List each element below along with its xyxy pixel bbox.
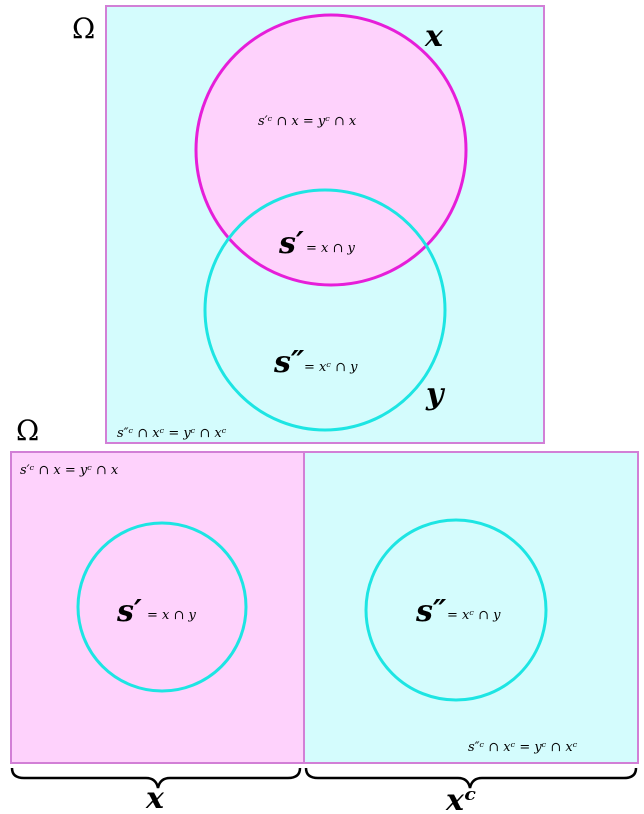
right-brace	[304, 767, 638, 789]
bottom-right-panel-label: s″ᶜ ∩ xᶜ = yᶜ ∩ xᶜ	[468, 740, 578, 755]
bottom-right-s-double-prime-circle	[364, 518, 548, 702]
top-s-prime-def: = x ∩ y	[306, 241, 356, 256]
top-x-label: x	[424, 19, 444, 54]
right-brace-label: xᶜ	[445, 783, 477, 814]
bottom-right-s-def: = xᶜ ∩ y	[447, 608, 501, 623]
bottom-right-s-symbol: s″	[415, 594, 447, 629]
left-brace	[10, 767, 302, 789]
top-x-circle	[194, 13, 468, 287]
bottom-left-s-symbol: s′	[116, 594, 142, 629]
bottom-left-panel	[10, 451, 305, 764]
bottom-left-s-def: = x ∩ y	[147, 608, 197, 623]
top-s-prime-symbol: s′	[278, 226, 304, 261]
top-x-only-region-label: s′ᶜ ∩ x = yᶜ ∩ x	[258, 114, 357, 129]
bottom-omega-label: Ω	[16, 414, 39, 447]
bottom-right-panel	[303, 451, 639, 764]
top-y-circle	[203, 188, 447, 432]
left-brace-label: x	[145, 781, 165, 814]
bottom-left-s-prime-circle	[76, 521, 248, 693]
top-outside-region-label: s″ᶜ ∩ xᶜ = yᶜ ∩ xᶜ	[117, 426, 227, 441]
top-s-double-prime-symbol: s″	[273, 345, 305, 380]
top-omega-label: Ω	[72, 12, 95, 45]
top-y-label: y	[425, 377, 446, 412]
bottom-left-panel-label: s′ᶜ ∩ x = yᶜ ∩ x	[20, 463, 119, 478]
top-s-double-prime-def: = xᶜ ∩ y	[304, 360, 358, 375]
